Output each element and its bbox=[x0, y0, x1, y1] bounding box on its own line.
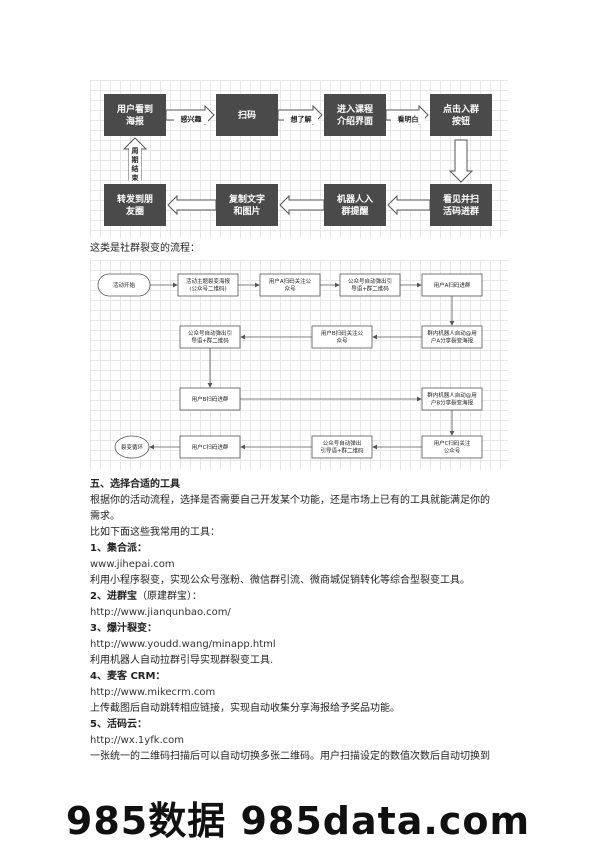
flow1-cycle-label: 周期结束 bbox=[131, 146, 140, 182]
flow2-box-label: 活动主题裂变海报(公众号二维码) bbox=[186, 277, 231, 293]
flow1-arrow-label: 感兴趣 bbox=[181, 114, 203, 123]
tool-5-url[interactable]: http://wx.1yfk.com bbox=[90, 735, 185, 746]
flow2-box-label: 群内机器人自动@用户A分享裂变海报 bbox=[427, 329, 477, 345]
tool-2-note: （原建群宝）： bbox=[136, 591, 202, 602]
tool-1-description: 利用小程序裂变，实现公众号涨粉、微信群引流、微商城促销转化等综合型裂变工具。 bbox=[90, 575, 470, 586]
flow1-arrow bbox=[279, 194, 325, 216]
flow1-box-label: 扫码 bbox=[238, 109, 256, 121]
flow2-box-label: 用户B扫码进群 bbox=[192, 395, 229, 403]
flow1-box-label: 看见并扫活码进群 bbox=[443, 193, 479, 217]
tool-3-url[interactable]: http://www.youdd.wang/minapp.html bbox=[90, 639, 276, 650]
flow1-arrow bbox=[387, 194, 431, 216]
flow2-box-label: 用户A扫码关注公众号 bbox=[269, 277, 312, 293]
flow2-box-label: 群内机器人自动@用户B分享裂变海报 bbox=[427, 391, 477, 407]
tool-1-url[interactable]: www.jihepai.com bbox=[90, 559, 175, 570]
flow1-arrow bbox=[167, 194, 217, 216]
flow1-box bbox=[216, 184, 278, 226]
flow1-box-label: 点击入群按钮 bbox=[443, 103, 479, 127]
tool-3-description: 利用机器人自动拉群引导实现群裂变工具. bbox=[90, 655, 274, 666]
tool-2-title: 2、进群宝 bbox=[90, 591, 137, 602]
flow1-box-label: 复制文字和图片 bbox=[228, 193, 265, 217]
flow1-box-label: 用户看到海报 bbox=[116, 103, 153, 127]
flow-diagram-2: 活动开始活动主题裂变海报(公众号二维码)用户A扫码关注公众号公众号自动弹出引导语… bbox=[90, 260, 508, 470]
tool-4-url[interactable]: http://www.mikecrm.com bbox=[90, 687, 216, 698]
section-heading: 五、选择合适的工具 bbox=[90, 479, 180, 490]
flow1-box bbox=[430, 94, 492, 136]
flow1-box bbox=[324, 94, 386, 136]
flow1-label-bg bbox=[129, 144, 141, 184]
flow1-label-bg bbox=[284, 113, 318, 124]
flow2-box-label: 用户C扫码进群 bbox=[192, 443, 229, 451]
flow1-box bbox=[104, 94, 166, 136]
flow-diagram-2-svg: 活动开始活动主题裂变海报(公众号二维码)用户A扫码关注公众号公众号自动弹出引导语… bbox=[97, 273, 483, 459]
flow-caption: 这类是社群裂变的流程： bbox=[90, 243, 200, 254]
tool-2-url[interactable]: http://www.jianqunbao.com/ bbox=[90, 607, 231, 618]
tool-1-title: 1、集合派： bbox=[90, 543, 147, 554]
flow1-box bbox=[324, 184, 386, 226]
flow1-arrow-label: 想了解 bbox=[291, 114, 312, 123]
tool-5-title: 5、活码云： bbox=[90, 719, 147, 730]
flow2-end bbox=[114, 435, 150, 459]
flow2-box-label: 公众号自动弹出引导语+群二维码 bbox=[320, 439, 364, 455]
paragraph-1-line-1: 根据你的活动流程，选择是否需要自己开发某个功能，还是市场上已有的工具就能满足你的 bbox=[90, 495, 490, 506]
tool-5-description: 一张统一的二维码扫描后可以自动切换多张二维码。用户扫描设定的数值次数后自动切换到 bbox=[90, 751, 490, 762]
tool-2-title-line: 2、进群宝（原建群宝）： bbox=[90, 590, 202, 604]
flow1-box-label: 转发到朋友圈 bbox=[117, 193, 153, 217]
paragraph-1-line-2: 需求。 bbox=[90, 511, 120, 522]
flow2-box-label: 用户C扫码关注公众号 bbox=[434, 439, 471, 455]
flow1-arrow-down bbox=[448, 139, 474, 183]
flow2-box-label: 公众号自动弹出引导语+群二维码 bbox=[348, 277, 392, 293]
flow1-box-label: 机器人入群提醒 bbox=[337, 193, 373, 217]
flow1-label-bg bbox=[174, 113, 208, 124]
flow1-box bbox=[104, 184, 166, 226]
flow2-box-label: 公众号自动弹出引导语+群二维码 bbox=[188, 329, 232, 345]
tool-4-description: 上传截图后自动跳转相应链接，实现自动收集分享海报给予奖品功能。 bbox=[90, 703, 400, 714]
flow1-box-label: 进入课程介绍界面 bbox=[336, 103, 373, 127]
flow1-arrow-label: 看明白 bbox=[398, 114, 419, 123]
tool-4-title: 4、麦客 CRM： bbox=[90, 671, 166, 682]
flow1-box bbox=[430, 184, 492, 226]
flow2-box-label: 用户B扫码关注公众号 bbox=[321, 329, 364, 345]
watermark: 985数据 985data.com bbox=[65, 799, 531, 843]
flow2-start-label: 活动开始 bbox=[113, 281, 136, 289]
flow1-box bbox=[216, 94, 278, 136]
flow2-end-label: 裂变循环 bbox=[121, 443, 144, 451]
flow2-box-label: 用户A扫码进群 bbox=[434, 281, 471, 289]
paragraph-2: 比如下面这些我常用的工具： bbox=[90, 527, 220, 538]
flow1-label-bg bbox=[391, 113, 425, 124]
flow-diagram-1: 感兴趣 想了解 看明白周期结束 用户看到海报 扫码 进入课程介绍界面 点击入群按钮看见并扫活… bbox=[90, 80, 508, 238]
tool-3-title: 3、爆汁裂变： bbox=[90, 623, 157, 634]
